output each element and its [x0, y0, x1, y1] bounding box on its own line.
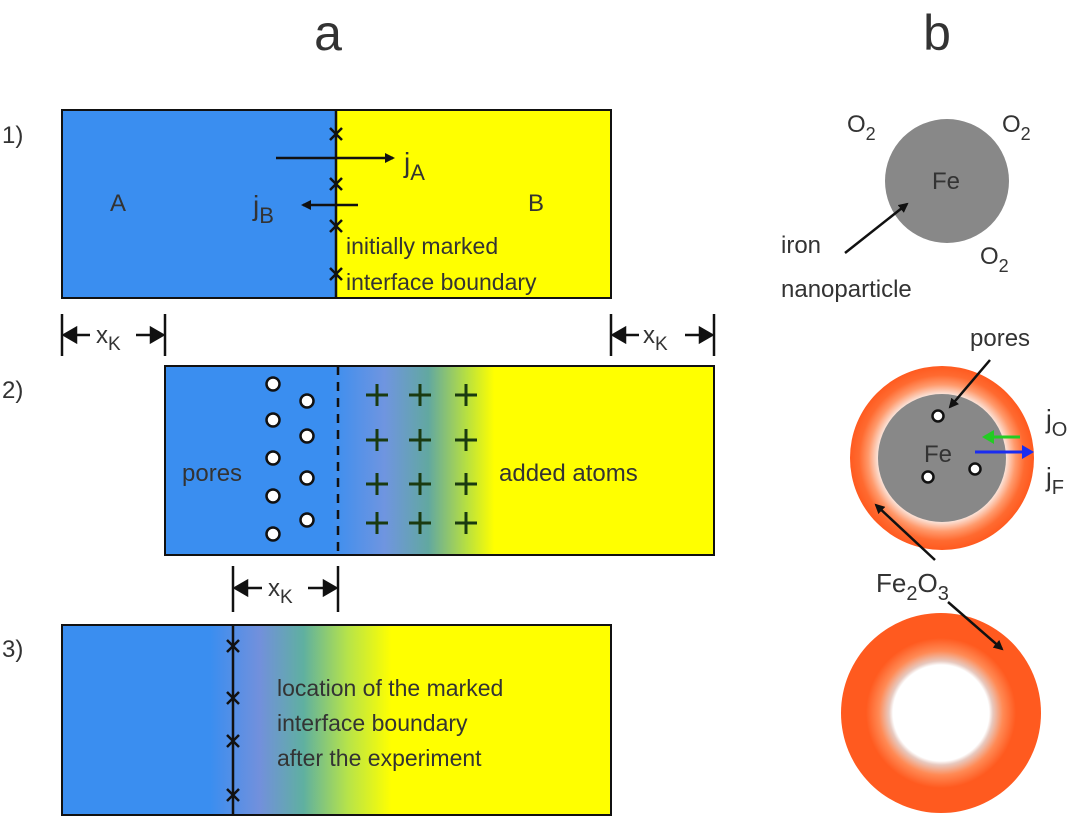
pores-pointer-arrow — [948, 359, 991, 409]
iron-label-line2: nanoparticle — [781, 276, 912, 303]
o2-label-bottom-right: O2 — [980, 243, 1009, 276]
middle-pores-label: pores — [970, 325, 1030, 352]
step3-box — [61, 624, 612, 816]
step1-note-line2: interface boundary — [346, 269, 537, 295]
step2-pores — [265, 376, 315, 542]
xk-dimension-middle — [231, 566, 340, 612]
xk-dimension-right — [609, 314, 716, 356]
jB-label: jB — [252, 190, 274, 228]
jO-label: jO — [1045, 404, 1067, 441]
jO-arrow — [982, 430, 1020, 444]
xk-label-middle: xK — [268, 575, 293, 608]
o2-label-top-left: O2 — [847, 111, 876, 144]
xk-label-right: xK — [643, 322, 668, 355]
fe2o3-pointer-bottom — [947, 601, 1004, 651]
step1-region-A — [62, 110, 336, 298]
jF-label: jF — [1045, 462, 1064, 499]
step1-markers — [329, 127, 343, 281]
xk-dimension-left — [60, 314, 167, 356]
iron-label-line1: iron — [781, 232, 821, 259]
iron-particle-label: Fe — [932, 168, 960, 195]
step2-added-atoms — [366, 384, 477, 534]
step1-note-line1: initially marked — [346, 233, 498, 259]
step2-box — [164, 365, 715, 556]
panel-b-title: b — [923, 5, 951, 61]
step1-region-B — [336, 110, 611, 298]
core-label: Fe — [924, 441, 952, 468]
fe2o3-label: Fe2O3 — [876, 568, 949, 605]
iron-particle — [885, 119, 1009, 243]
fe2o3-pointer-middle — [874, 503, 936, 561]
iron-core — [878, 394, 1006, 522]
step2-added-atoms-label: added atoms — [499, 460, 638, 487]
step3-markers — [226, 639, 240, 802]
xk-label-left: xK — [96, 322, 121, 355]
step2-pores-label: pores — [182, 460, 242, 487]
core-pores — [921, 409, 982, 484]
jA-label: jA — [403, 147, 425, 185]
iron-pointer-arrow — [844, 202, 909, 254]
step3-note-line3: after the experiment — [277, 745, 482, 771]
o2-label-top-right: O2 — [1002, 111, 1031, 144]
label-A: A — [110, 190, 126, 217]
step3-note-line2: interface boundary — [277, 710, 468, 736]
step3-number: 3) — [2, 636, 23, 663]
hollow-oxide-ring — [841, 613, 1041, 813]
jF-arrow — [975, 445, 1034, 459]
step2-number: 2) — [2, 377, 23, 404]
label-B: B — [528, 190, 544, 217]
panel-a-title: a — [314, 5, 342, 61]
step1-number: 1) — [2, 122, 23, 149]
step3-note-line1: location of the marked — [277, 675, 503, 701]
